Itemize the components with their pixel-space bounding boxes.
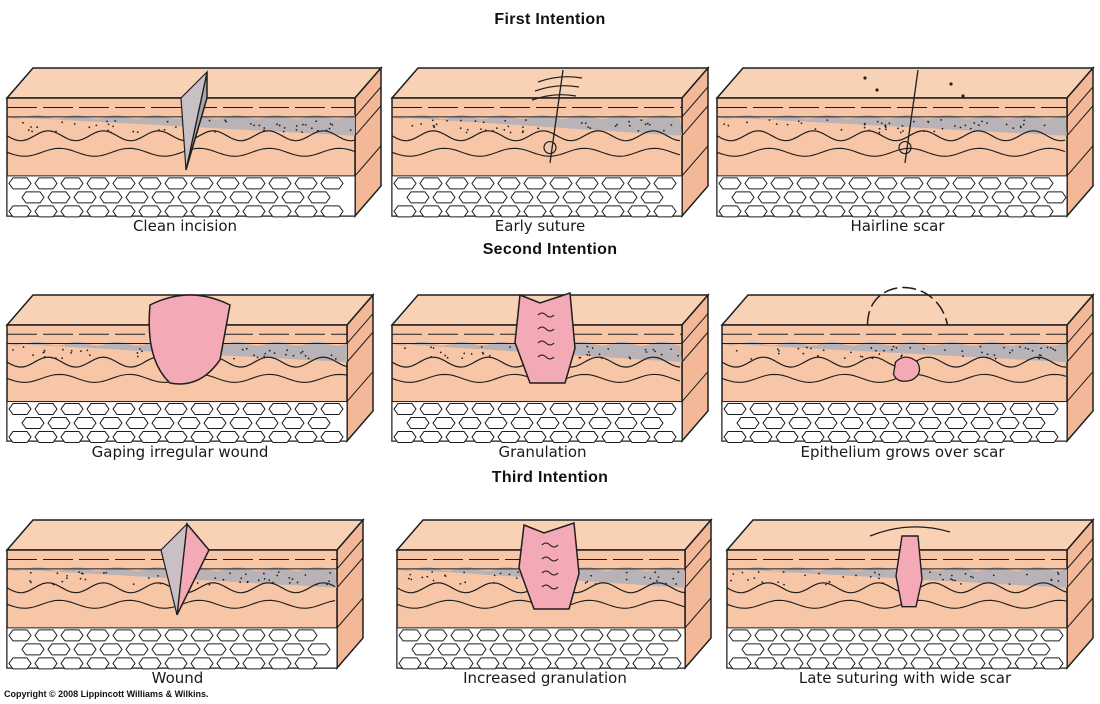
dermis-boundary [6,599,336,609]
dermis-boundary [726,599,1068,609]
hair-follicle [898,140,912,155]
panel-early-suture [390,38,710,219]
panel-granulation [390,265,710,444]
stitch-mark [949,82,953,86]
epithelial-dome [866,286,949,326]
heading-first-intention: First Intention [494,11,606,28]
dermal-ridge [721,356,1067,368]
skin-block [5,65,383,219]
skin-block-illustration [5,65,383,219]
caption-granulation: Granulation [498,443,587,461]
skin-block-illustration [5,517,365,671]
caption-hairline-scar: Hairline scar [850,217,945,235]
panel-hairline-scar [715,38,1095,219]
panel-increased-granulation [395,490,713,671]
granulation-tissue [518,521,580,610]
caption-increased-granulation: Increased granulation [463,669,627,687]
residual-scar [892,356,921,382]
dermal-ridge [716,130,1066,142]
suture-stitch [531,94,577,101]
dermal-band [392,115,682,136]
heading-third-intention: Third Intention [491,469,609,486]
caption-epithelium: Epithelium grows over scar [800,443,1005,461]
caption-gaping-wound: Gaping irregular wound [91,443,269,461]
dermis-boundary [716,147,1066,157]
caption-clean-incision: Clean incision [132,217,238,235]
copyright-notice: Copyright © 2008 Lippincott Williams & W… [4,689,209,699]
skin-block [715,65,1095,219]
dermal-ridge [726,582,1068,594]
skin-block [720,292,1095,444]
dermal-ridge [6,130,356,142]
skin-surface [715,67,1095,99]
irregular-wound [148,294,231,385]
skin-block-illustration [395,517,713,671]
skin-block-illustration [715,65,1095,219]
stitch-mark [875,88,879,92]
suture-thread [869,526,951,537]
skin-block-illustration [390,65,710,219]
skin-block-illustration [720,286,1095,444]
skin-block-illustration [725,517,1095,671]
closed-incision-line [904,69,919,163]
heading-second-intention: Second Intention [482,241,618,258]
dermis-boundary [391,147,681,157]
dermis-boundary [6,147,356,157]
caption-wound: Wound [151,669,204,687]
stitch-mark [961,94,965,98]
skin-block [390,65,710,219]
skin-surface [720,294,1095,326]
wide-scar [895,535,923,608]
hair-follicle [543,140,557,155]
panel-clean-incision [5,38,383,219]
dermal-ridge [391,130,681,142]
skin-block-illustration [390,291,710,444]
dermal-ridge [6,582,336,594]
dermis-boundary [721,373,1067,383]
granulation-tissue [514,291,576,384]
caption-late-suturing: Late suturing with wide scar [798,669,1012,687]
stitch-mark [863,76,867,80]
skin-surface [390,67,710,99]
suture-stitch [534,85,580,92]
caption-early-suture: Early suture [494,217,586,235]
panel-gaping-wound [5,265,375,444]
suture-stitch [537,76,583,83]
panel-epithelium [720,265,1095,444]
skin-block-illustration [5,292,375,444]
panel-wound [5,490,365,671]
panel-late-suturing [725,490,1095,671]
